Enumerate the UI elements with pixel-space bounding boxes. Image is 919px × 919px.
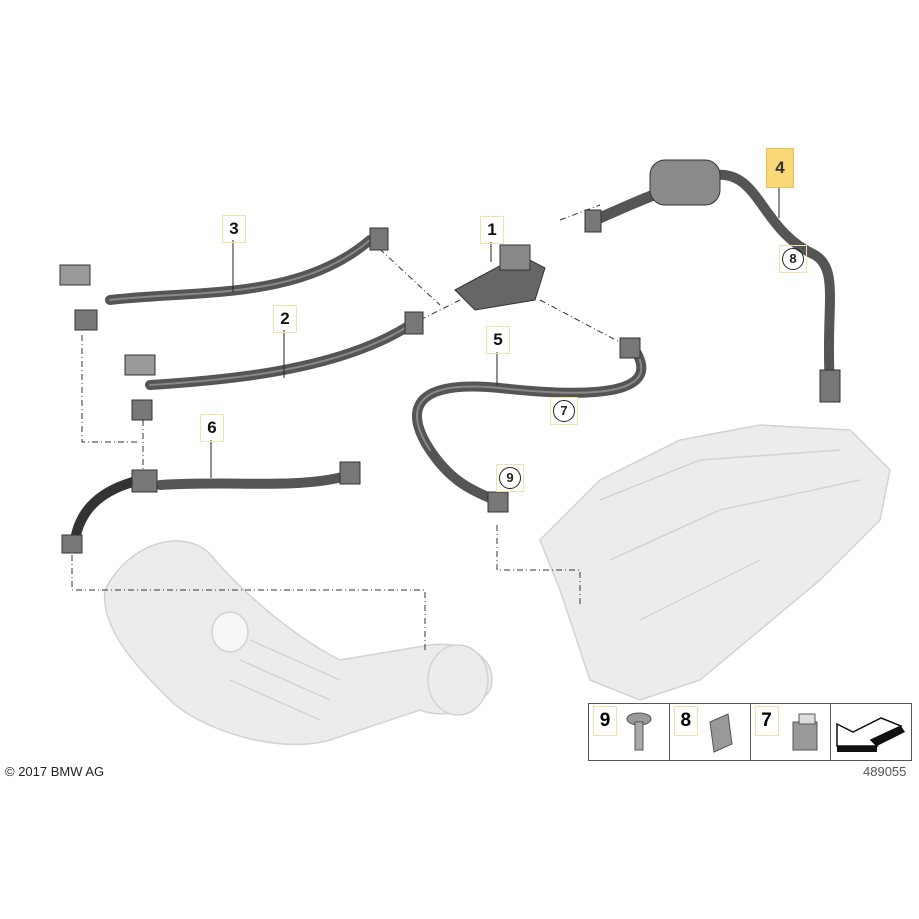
legend-number: 7: [754, 706, 779, 736]
callout-8[interactable]: 8: [779, 245, 807, 273]
callout-lines: [210, 186, 780, 478]
legend-number: 9: [593, 706, 617, 736]
legend-item-arrow: [831, 704, 911, 760]
callout-3[interactable]: 3: [222, 215, 246, 243]
legend-item-8[interactable]: 8: [670, 704, 751, 760]
callout-4-highlighted[interactable]: 4: [766, 148, 794, 188]
legend-number: 8: [673, 706, 698, 736]
clip-nut-icon: [792, 713, 817, 751]
copyright: © 2017 BMW AG: [5, 764, 105, 779]
legend-item-9[interactable]: 9: [589, 704, 670, 760]
legend-item-7[interactable]: 7: [751, 704, 832, 760]
callout-9[interactable]: 9: [496, 464, 524, 492]
callout-5[interactable]: 5: [486, 326, 510, 354]
intake-manifold: [539, 424, 891, 701]
diagram-number: 489055: [863, 764, 907, 779]
air-intake-duct: [103, 540, 493, 746]
fittings: [59, 159, 841, 554]
callout-1[interactable]: 1: [480, 216, 504, 244]
callout-6[interactable]: 6: [200, 414, 224, 442]
screw-icon: [626, 712, 652, 751]
clip-icon: [709, 713, 733, 753]
leader-lines: [71, 204, 626, 650]
callout-7[interactable]: 7: [550, 397, 578, 425]
callout-2[interactable]: 2: [273, 305, 297, 333]
direction-arrow-icon: [836, 717, 906, 752]
parts-legend: 9 8 7: [588, 703, 912, 761]
